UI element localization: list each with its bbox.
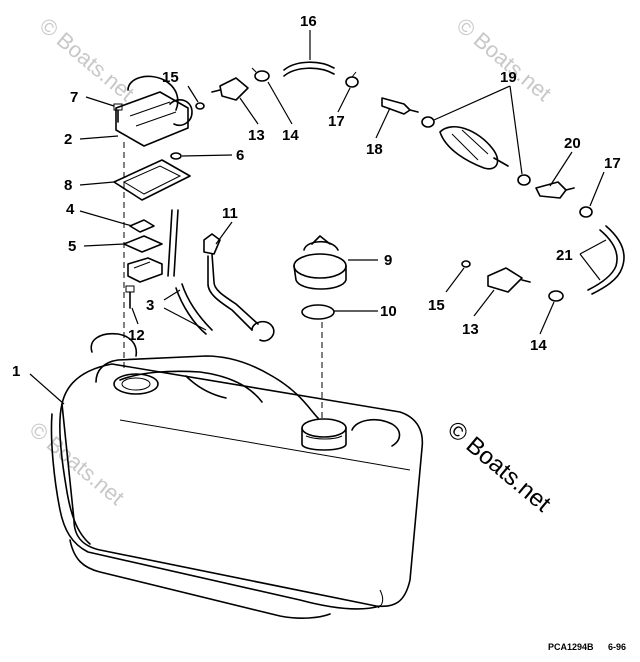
clamp-14-upper <box>251 67 270 82</box>
callout-21: 21 <box>556 247 573 264</box>
screw-7 <box>113 103 123 123</box>
watermark-top-right: © Boats.net <box>452 13 556 106</box>
callout-6: 6 <box>236 147 244 164</box>
callout-19: 19 <box>500 69 517 86</box>
callout-7: 7 <box>70 89 78 106</box>
copyright-text: © Boats.net <box>442 416 556 518</box>
callout-2: 2 <box>64 131 72 148</box>
gasket-5 <box>123 235 163 253</box>
valve-body <box>127 257 163 283</box>
callout-15-lower: 15 <box>428 297 445 314</box>
callout-9: 9 <box>384 252 392 269</box>
callout-11: 11 <box>222 205 238 222</box>
fuel-cap-9 <box>293 235 347 290</box>
fitting-20 <box>535 181 575 199</box>
connector-13-upper <box>211 77 249 101</box>
primer-bulb-19 <box>421 116 531 186</box>
pickup-tube-3 <box>167 209 213 335</box>
washer-4 <box>129 219 155 233</box>
pickup-housing <box>115 75 193 147</box>
fuel-tank <box>50 332 424 619</box>
callout-5: 5 <box>68 238 76 255</box>
clamp-14-lower <box>548 290 564 302</box>
fitting-18 <box>381 97 419 115</box>
callout-10: 10 <box>380 303 397 320</box>
drawing-date: 6-96 <box>608 642 626 652</box>
hose-21 <box>587 225 625 295</box>
callout-13-upper: 13 <box>248 127 265 144</box>
watermark-bottom-left: © Boats.net <box>25 417 129 510</box>
callout-4: 4 <box>66 201 75 218</box>
callout-numbers: 1 2 3 4 5 6 7 8 9 10 11 12 13 13 14 14 1… <box>12 13 621 380</box>
callout-16: 16 <box>300 13 317 30</box>
o-ring-6 <box>170 152 182 160</box>
clamp-17-upper <box>345 71 359 88</box>
callout-14-upper: 14 <box>282 127 299 144</box>
callout-20: 20 <box>564 135 581 152</box>
callout-18: 18 <box>366 141 383 158</box>
fuel-gauge-11 <box>203 233 275 342</box>
callout-12: 12 <box>128 327 145 344</box>
connector-13-lower <box>487 267 531 293</box>
o-ring-15-upper <box>195 102 205 110</box>
callout-8: 8 <box>64 177 72 194</box>
callout-17-right: 17 <box>604 155 621 172</box>
callout-14-lower: 14 <box>530 337 547 354</box>
hose-16 <box>283 61 335 71</box>
callout-15-upper: 15 <box>162 69 179 86</box>
callout-13-lower: 13 <box>462 321 479 338</box>
watermark-top-left: © Boats.net <box>35 13 139 106</box>
cap-gasket-10 <box>301 304 335 320</box>
gasket-8 <box>113 159 191 201</box>
screw-12 <box>125 285 135 309</box>
callout-1: 1 <box>12 363 20 380</box>
callout-17-upper: 17 <box>328 113 345 130</box>
callout-3: 3 <box>146 297 154 314</box>
drawing-code: PCA1294B <box>548 642 594 652</box>
leader-lines <box>29 30 607 405</box>
clamp-17-right <box>579 206 593 218</box>
o-ring-15-lower <box>461 260 471 268</box>
